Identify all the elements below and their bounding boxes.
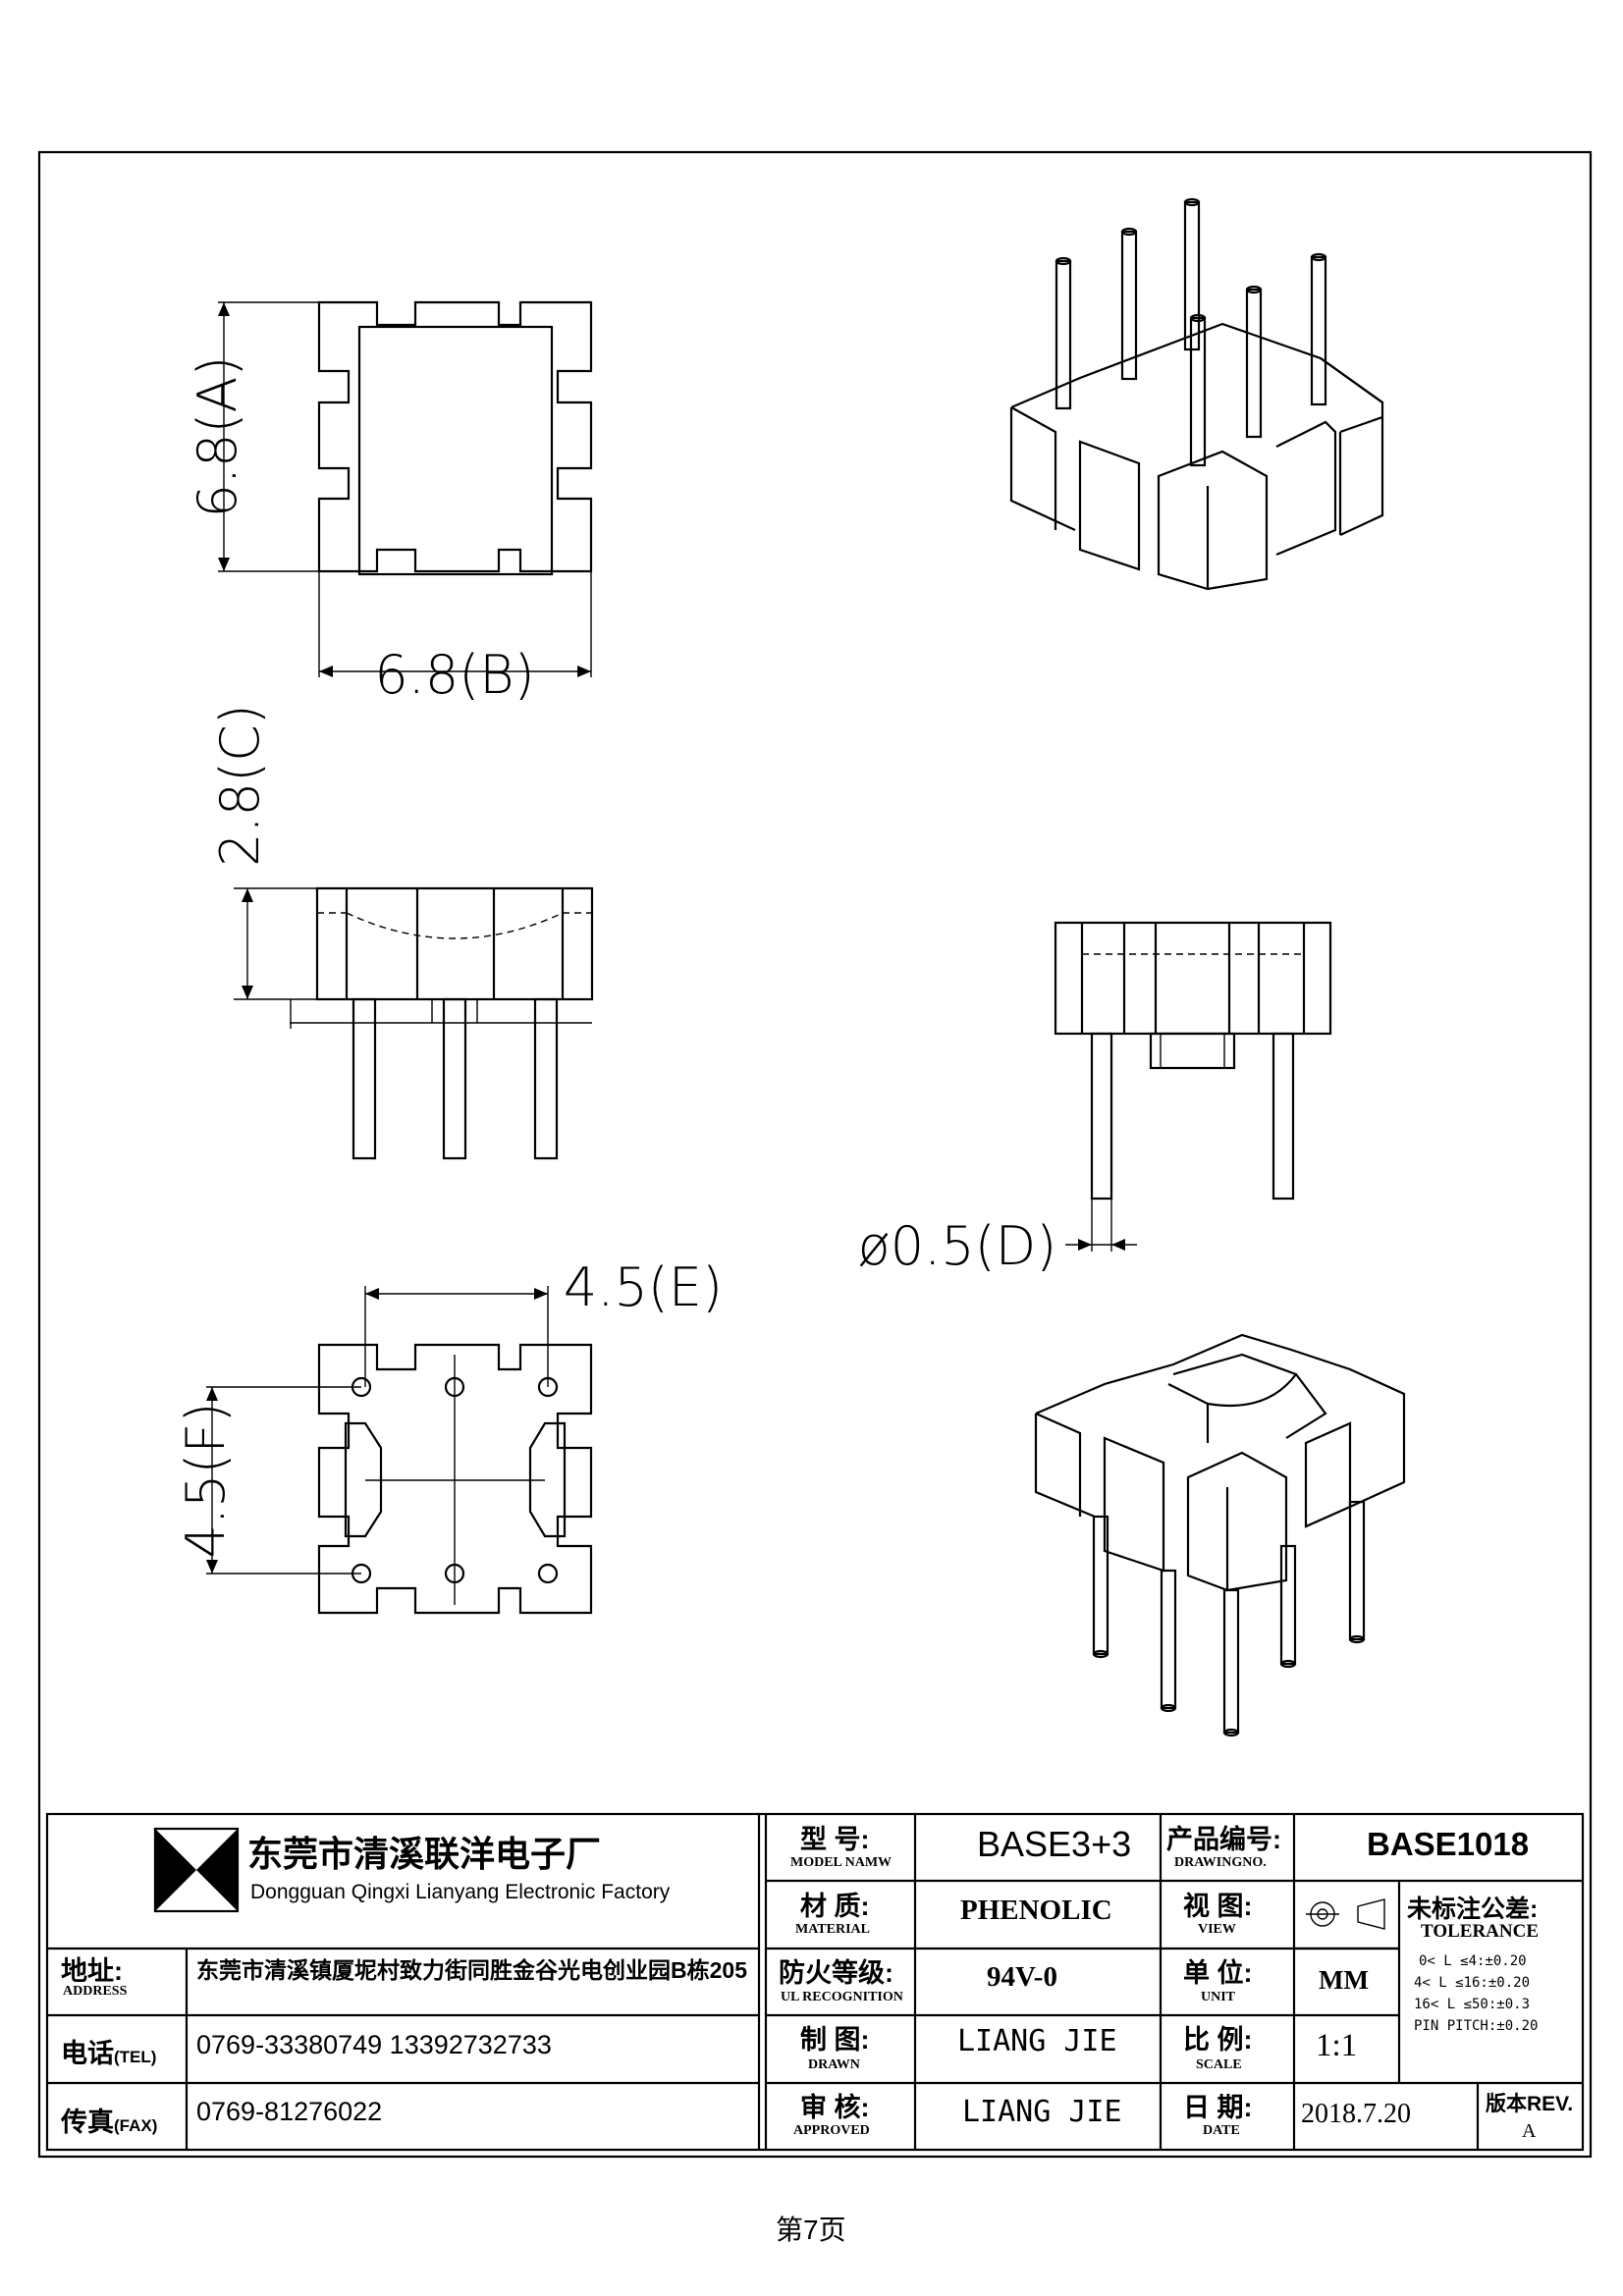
material-value: PHENOLIC bbox=[960, 1895, 1112, 1926]
model-value: BASE3+3 bbox=[977, 1824, 1132, 1864]
page-number: 第7页 bbox=[776, 2215, 846, 2245]
dim-a-label: 6.8(A) bbox=[187, 356, 248, 518]
drawn-label: 制 图: bbox=[800, 2025, 870, 2055]
tel-value: 0769-33380749 13392732733 bbox=[196, 2030, 552, 2059]
date-value: 2018.7.20 bbox=[1301, 2099, 1411, 2129]
drawing-no-label: 产品编号: bbox=[1166, 1825, 1281, 1854]
fax-label-cn: 传真 bbox=[61, 2108, 114, 2137]
model-label: 型 号: bbox=[800, 1825, 870, 1854]
company-logo bbox=[153, 1827, 240, 1913]
tolerance-line-1: 0< L ≤4:±0.20 bbox=[1419, 1953, 1527, 1969]
dim-e-label: 4.5(E) bbox=[564, 1256, 723, 1318]
company-name-en: Dongguan Qingxi Lianyang Electronic Fact… bbox=[250, 1881, 671, 1903]
model-label-en: MODEL NAMW bbox=[790, 1855, 893, 1870]
material-label-en: MATERIAL bbox=[795, 1922, 870, 1937]
tolerance-label: 未标注公差: bbox=[1407, 1896, 1539, 1923]
tolerance-line-2: 4< L ≤16:±0.20 bbox=[1414, 1975, 1531, 1991]
dim-d-label: ø0.5(D) bbox=[858, 1215, 1057, 1277]
approved-label: 审 核: bbox=[800, 2093, 870, 2122]
iso-view-top bbox=[1009, 197, 1384, 591]
tel-label: 电话(TEL) bbox=[61, 2032, 156, 2070]
unit-label: 单 位: bbox=[1183, 1958, 1253, 1988]
dim-c-label: 2.8(C) bbox=[209, 704, 271, 867]
scale-label-en: SCALE bbox=[1196, 2057, 1242, 2072]
date-label-en: DATE bbox=[1203, 2123, 1240, 2138]
tolerance-line-4: PIN PITCH:±0.20 bbox=[1414, 2018, 1539, 2034]
top-view bbox=[218, 300, 593, 677]
scale-value: 1:1 bbox=[1316, 2028, 1358, 2063]
ul-label-en: UL RECOGNITION bbox=[781, 1990, 903, 2004]
iso-view-bottom bbox=[1034, 1333, 1406, 1737]
tolerance-line-3: 16< L ≤50:±0.3 bbox=[1414, 1997, 1531, 2012]
drawing-no-label-en: DRAWINGNO. bbox=[1174, 1855, 1267, 1870]
front-view bbox=[1054, 921, 1332, 1252]
dim-b-label: 6.8(B) bbox=[374, 644, 534, 706]
ul-value: 94V-0 bbox=[987, 1961, 1057, 1993]
drawing-no-value: BASE1018 bbox=[1367, 1826, 1530, 1862]
unit-value: MM bbox=[1319, 1965, 1369, 1995]
rev-label: 版本REV. bbox=[1486, 2093, 1574, 2115]
ul-label: 防火等级: bbox=[779, 1958, 893, 1988]
bottom-view bbox=[206, 1286, 593, 1615]
tel-label-cn: 电话 bbox=[61, 2039, 114, 2068]
dim-f-label: 4.5(F) bbox=[175, 1402, 237, 1558]
rev-value: A bbox=[1522, 2120, 1537, 2142]
tolerance-label-en: TOLERANCE bbox=[1421, 1921, 1540, 1942]
side-view bbox=[234, 886, 594, 1160]
projection-symbol-icon bbox=[1306, 1898, 1385, 1930]
view-label-en: VIEW bbox=[1198, 1922, 1236, 1937]
approved-label-en: APPROVED bbox=[793, 2123, 870, 2138]
address-value: 东莞市清溪镇厦坭村致力街同胜金谷光电创业园B栋205 bbox=[196, 1957, 747, 1983]
view-label: 视 图: bbox=[1183, 1892, 1253, 1921]
company-name-cn: 东莞市清溪联洋电子厂 bbox=[247, 1834, 602, 1874]
title-block-frame bbox=[45, 1812, 1585, 2152]
material-label: 材 质: bbox=[800, 1892, 870, 1921]
tel-label-en: (TEL) bbox=[114, 2048, 157, 2066]
drawing-frame bbox=[37, 150, 1593, 2159]
scale-label: 比 例: bbox=[1183, 2025, 1253, 2055]
date-label: 日 期: bbox=[1183, 2093, 1253, 2122]
approved-value: LIANG JIE bbox=[962, 2095, 1122, 2129]
unit-label-en: UNIT bbox=[1201, 1990, 1236, 2004]
drawn-label-en: DRAWN bbox=[808, 2057, 860, 2072]
fax-label: 传真(FAX) bbox=[61, 2101, 157, 2139]
drawn-value: LIANG JIE bbox=[957, 2024, 1117, 2058]
fax-label-en: (FAX) bbox=[114, 2116, 158, 2135]
fax-value: 0769-81276022 bbox=[196, 2097, 383, 2126]
address-label: 地址: bbox=[61, 1956, 123, 1986]
address-label-en: ADDRESS bbox=[63, 1984, 128, 1999]
